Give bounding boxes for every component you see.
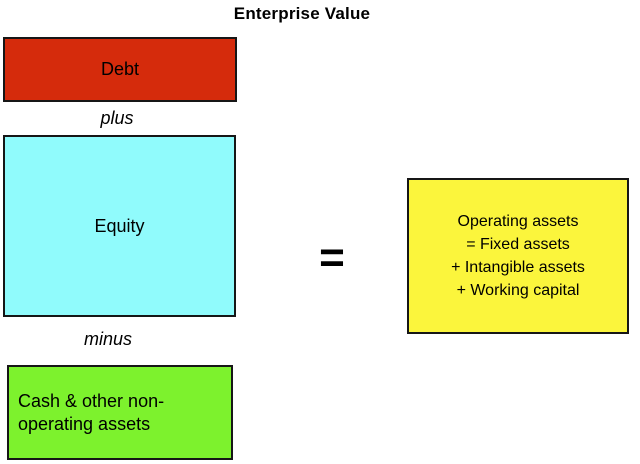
cash-box: Cash & other non- operating assets: [7, 365, 233, 460]
equals-sign: =: [319, 233, 345, 282]
operating-assets-line-4: + Working capital: [456, 282, 580, 299]
cash-label: Cash & other non- operating assets: [18, 390, 164, 436]
equity-box: Equity: [3, 135, 236, 317]
equity-label: Equity: [94, 215, 145, 236]
operating-assets-line-3: + Intangible assets: [451, 259, 585, 276]
debt-label: Debt: [100, 59, 140, 79]
operating-assets-box: Operating assets = Fixed assets + Intang…: [407, 178, 629, 334]
diagram-title: Enterprise Value: [233, 4, 371, 23]
cash-label-line1: Cash & other non-: [18, 390, 165, 411]
operating-assets-line-2: = Fixed assets: [466, 236, 570, 253]
minus-operator-label: minus: [83, 329, 132, 349]
debt-box: Debt: [3, 37, 237, 102]
operating-assets-line-1: Operating assets: [457, 213, 579, 230]
plus-operator-label: plus: [100, 108, 134, 128]
cash-label-line2: operating assets: [18, 413, 151, 434]
